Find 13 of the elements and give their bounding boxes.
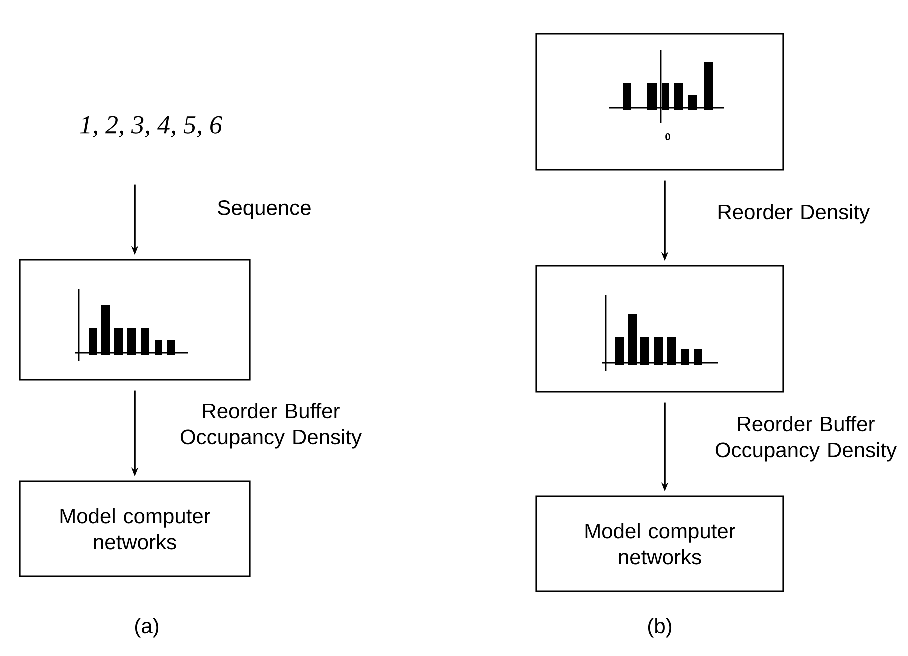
panel-label: (a) [135, 618, 159, 638]
panel-label: (b) [648, 618, 672, 638]
histogram-box-drawing [19, 259, 251, 381]
edge-label: Reorder Buffer Occupancy Density [180, 403, 362, 449]
axis-tick-label: 0 [666, 133, 670, 141]
edge-label: Sequence [218, 200, 311, 220]
text-box: Model computer networks [536, 496, 784, 592]
histogram-box-drawing [536, 33, 784, 171]
edge-label: Reorder Density [718, 204, 870, 224]
sequence-text: 1, 2, 3, 4, 5, 6 [80, 116, 222, 138]
edge-label: Reorder Buffer Occupancy Density [716, 416, 897, 462]
text-box: Model computer networks [19, 480, 251, 578]
histogram-box-drawing [536, 265, 784, 393]
